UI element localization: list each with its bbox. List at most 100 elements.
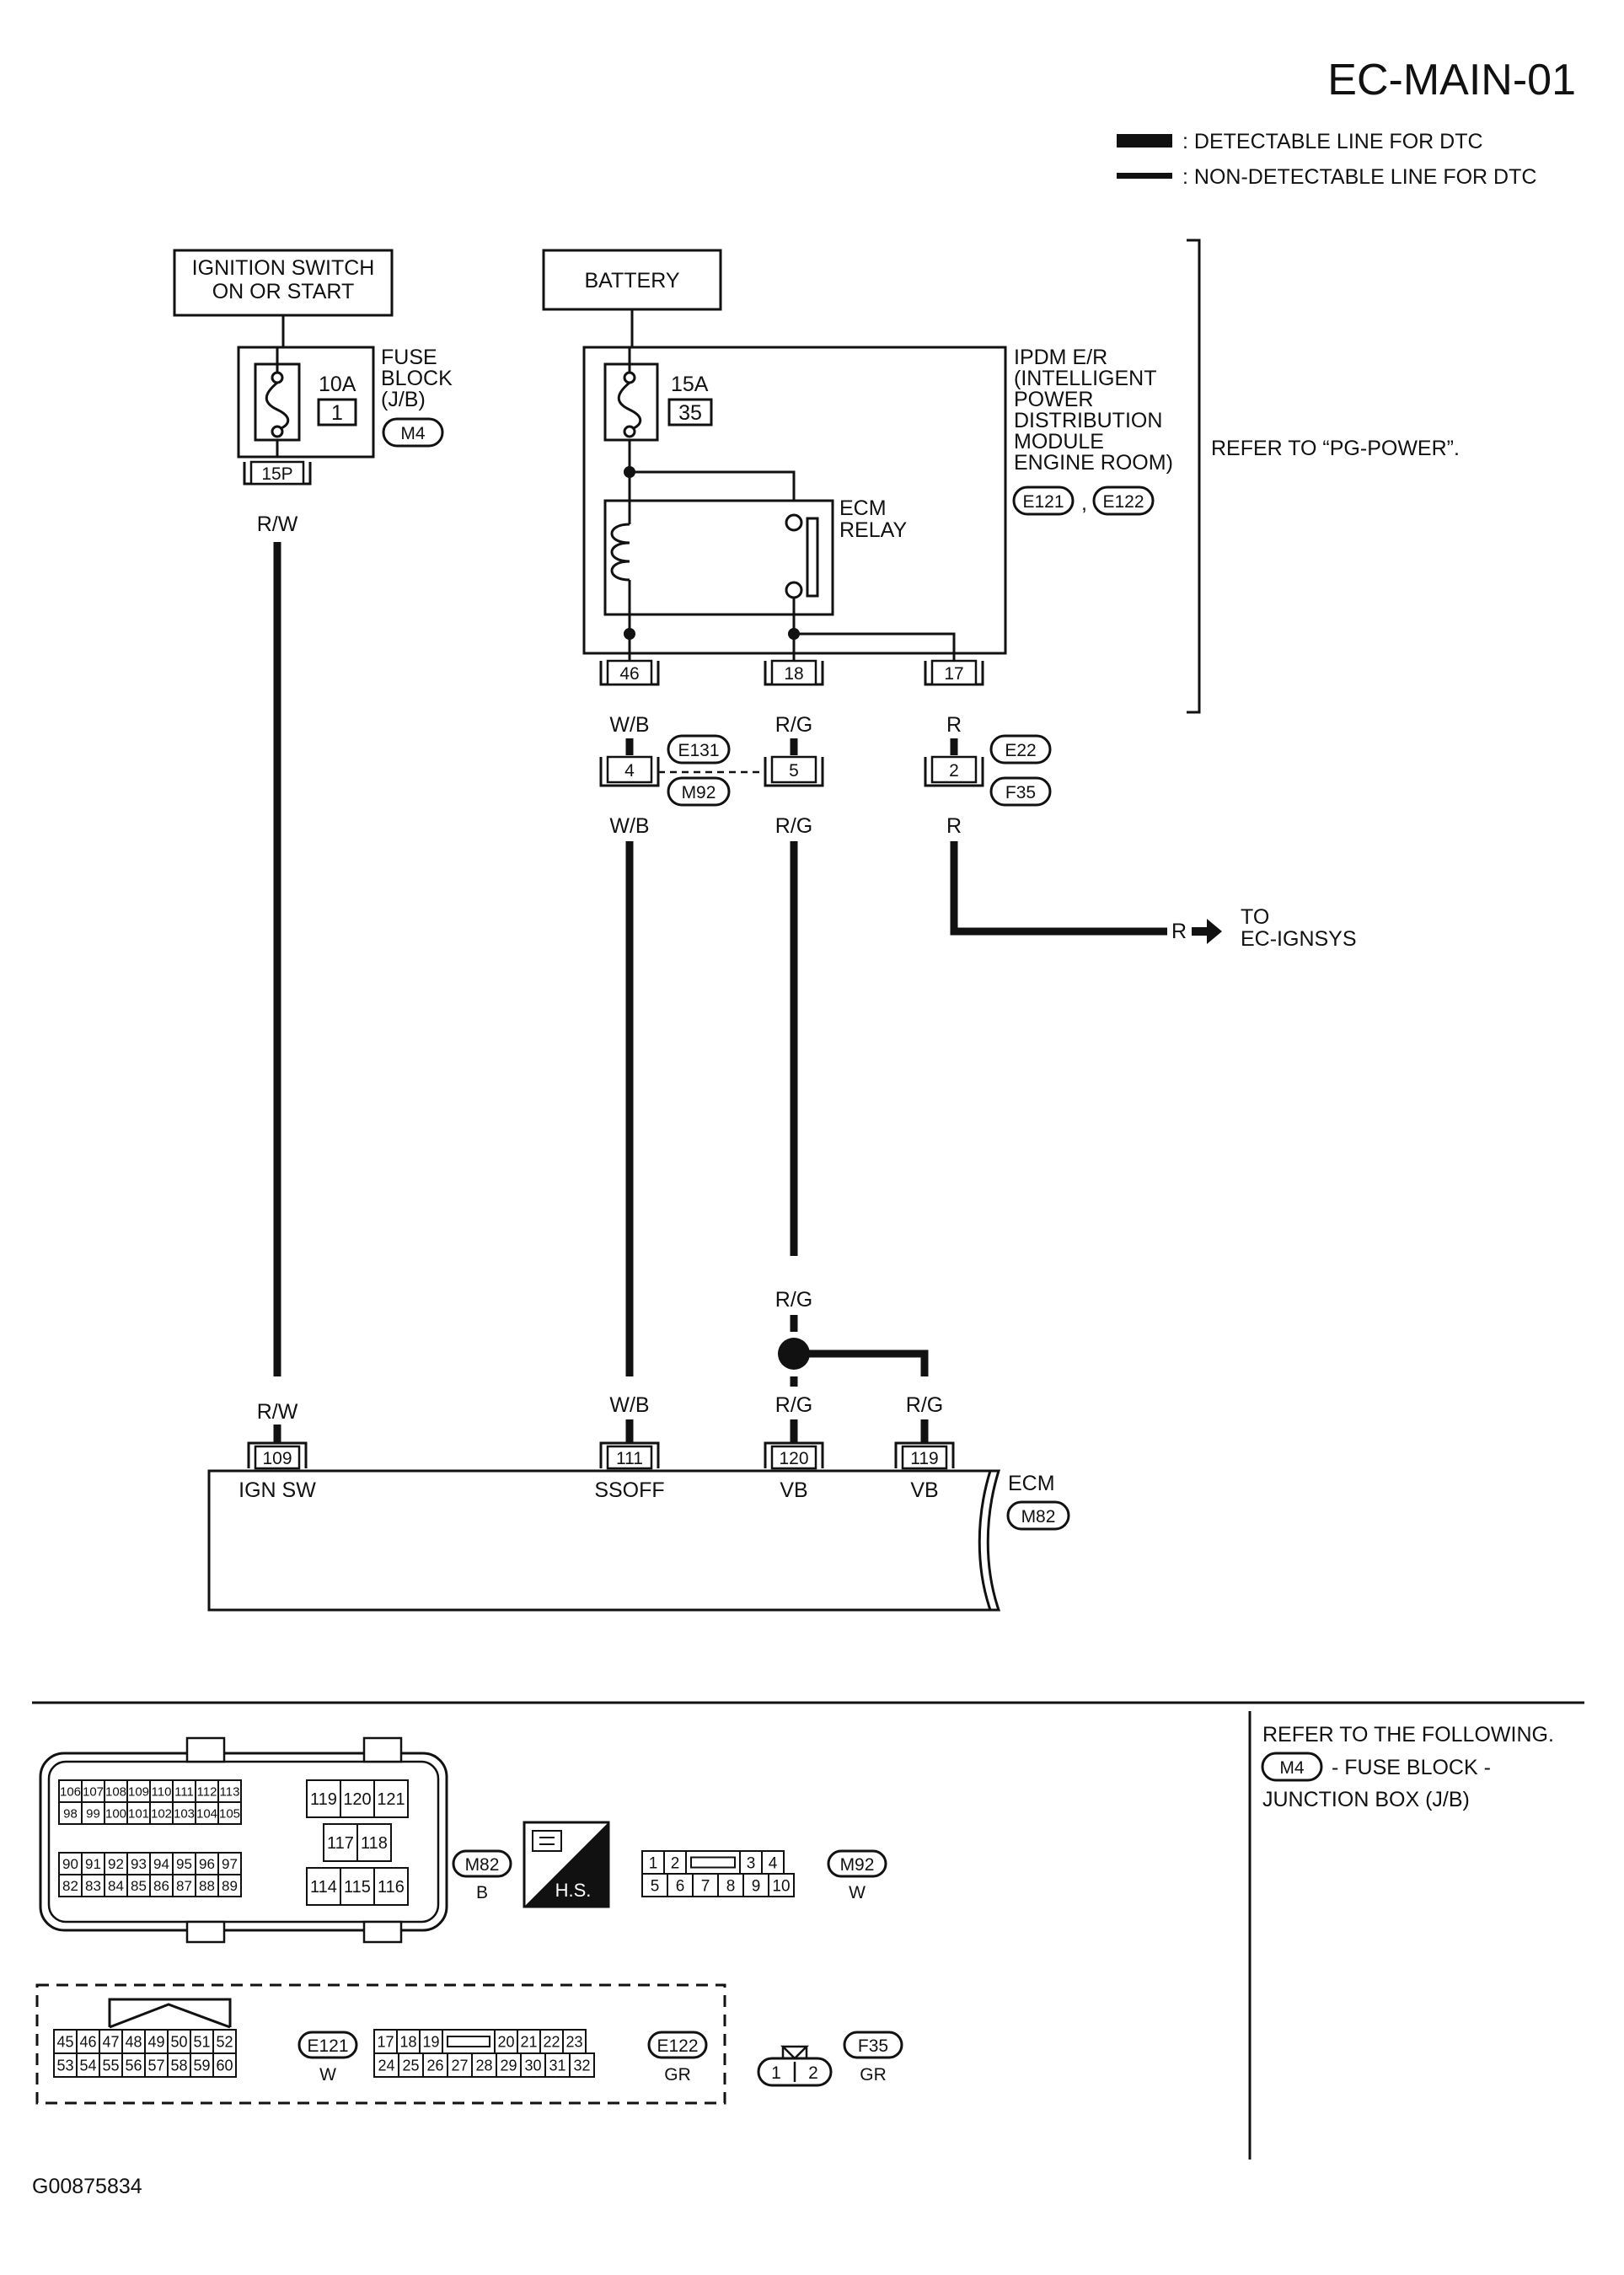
ecm-pin-111: 111 [599,1441,660,1470]
refer-line-2: - FUSE BLOCK - [1332,1756,1491,1779]
ipdm-label-6: ENGINE ROOM) [1014,451,1173,475]
ipdm-label-2: (INTELLIGENT [1014,367,1156,390]
e122-cell [447,2052,473,2078]
m82-face-id: M82 [465,1855,500,1875]
battery-box [542,249,722,311]
m82-pin-label: 95 [176,1856,192,1872]
m92-pin-label: 8 [726,1877,736,1895]
e122-face-tag [647,2031,708,2059]
connector-m4-label: M4 [400,424,425,443]
e122-pin-label: 27 [451,2057,468,2074]
m82-cell [81,1801,105,1825]
wire-label-ecm-119: R/G [906,1393,943,1417]
m82-pin-label: 83 [85,1878,101,1894]
m92-face-color: W [849,1883,866,1902]
m82-pin-label: 110 [152,1784,172,1799]
e121-pin-label: 55 [102,2057,119,2074]
refer-pg-power: REFER TO “PG-POWER”. [1211,437,1460,460]
m82-pin-label: 106 [60,1784,81,1799]
e121-cell [212,2029,237,2054]
wire-label-ecm-111: W/B [609,1393,649,1417]
e122-pin-label: 26 [426,2057,443,2074]
fuse-block-label-1: FUSE [381,346,437,369]
e122-pin-label: 18 [399,2033,416,2050]
e122-cell [562,2029,587,2054]
connector-m82-label: M82 [1021,1507,1056,1527]
svg-text:2: 2 [949,761,959,781]
relay-coil [610,501,631,666]
legend-detectable-swatch [1117,134,1172,148]
m82-pin-label: 121 [377,1790,405,1809]
fuse-10a-symbol [265,347,290,438]
m82-pin-label: 120 [343,1790,371,1809]
e121-cell [212,2052,237,2078]
e122-cell [373,2052,399,2078]
m82-pin-label: 100 [105,1806,126,1821]
m82-pin-label: 103 [174,1806,195,1821]
svg-text:15P: 15P [261,464,292,484]
svg-text:5: 5 [789,761,799,781]
connector-e131-label: E131 [678,741,719,760]
wire-label-r-1: R [946,713,962,737]
m92-cell [768,1873,795,1897]
m82-face-color: B [476,1883,488,1902]
m82-pin-label: 118 [361,1834,388,1853]
e121-pin-label: 52 [216,2033,233,2050]
joint-pin-2: 2 [924,755,984,787]
m82-pin-label: 96 [199,1856,215,1872]
fuse-15a-amp: 15A [671,373,709,396]
m82-pin-label: 113 [220,1784,240,1799]
fuse-number: 1 [331,401,343,425]
ignition-switch-label-2: ON OR START [212,280,355,303]
e122-cell [520,2052,546,2078]
m92-cell [717,1873,744,1897]
e122-pin-label: 31 [549,2057,565,2074]
connector-separator: , [1081,491,1087,515]
svg-text:1: 1 [771,2063,781,2083]
e121-pin-label: 48 [125,2033,142,2050]
m82-cell [323,1823,358,1862]
connector-e121-tag [1012,486,1075,516]
m82-pin-label: 102 [151,1806,172,1821]
m82-pin-label: 116 [378,1878,405,1897]
fuse-15a-symbol [617,347,642,438]
legend-detectable-text: : DETECTABLE LINE FOR DTC [1182,130,1483,153]
m82-cell [306,1867,341,1906]
e121-pin-label: 51 [193,2033,210,2050]
m82-pin-label: 85 [131,1878,147,1894]
fuse-block-label-2: BLOCK [381,367,453,390]
m92-pin-label: 3 [747,1854,756,1872]
e121-cell [144,2052,169,2078]
to-ignsys-1: TO [1241,905,1269,929]
m82-pin-label: 115 [344,1878,371,1897]
ecm-pin-name-vb-120: VB [780,1478,807,1502]
ecm-pin-119: 119 [894,1441,955,1470]
connector-e122-label: E122 [1102,492,1144,512]
m82-pin-label: 111 [174,1784,194,1799]
e122-pin-label: 25 [402,2057,419,2074]
m82-pin-label: 94 [153,1856,169,1872]
m92-face-tag [827,1849,887,1878]
m82-pin-label: 91 [85,1856,101,1872]
m82-cell [373,1779,409,1818]
connector-e121-label: E121 [1022,492,1064,512]
svg-text:4: 4 [624,761,635,781]
figure-code: G00875834 [32,2175,142,2198]
m92-pin-label: 10 [772,1877,790,1895]
connector-m92-tag [667,776,731,807]
battery-label: BATTERY [585,269,680,292]
dashed-connector-group [35,1983,726,2105]
connector-e22-tag [989,734,1052,765]
ecm-relay-label-2: RELAY [839,518,907,542]
f35-face-color: GR [860,2065,887,2085]
e121-pin-label: 46 [79,2033,96,2050]
fuse-35-number: 35 [678,401,702,425]
harness-side-icon: H.S. [523,1821,610,1908]
connector-f35-label: F35 [1005,783,1036,802]
m82-pin-label: 109 [128,1784,149,1799]
m82-cell [104,1874,128,1897]
m82-pin-label: 101 [128,1806,149,1821]
